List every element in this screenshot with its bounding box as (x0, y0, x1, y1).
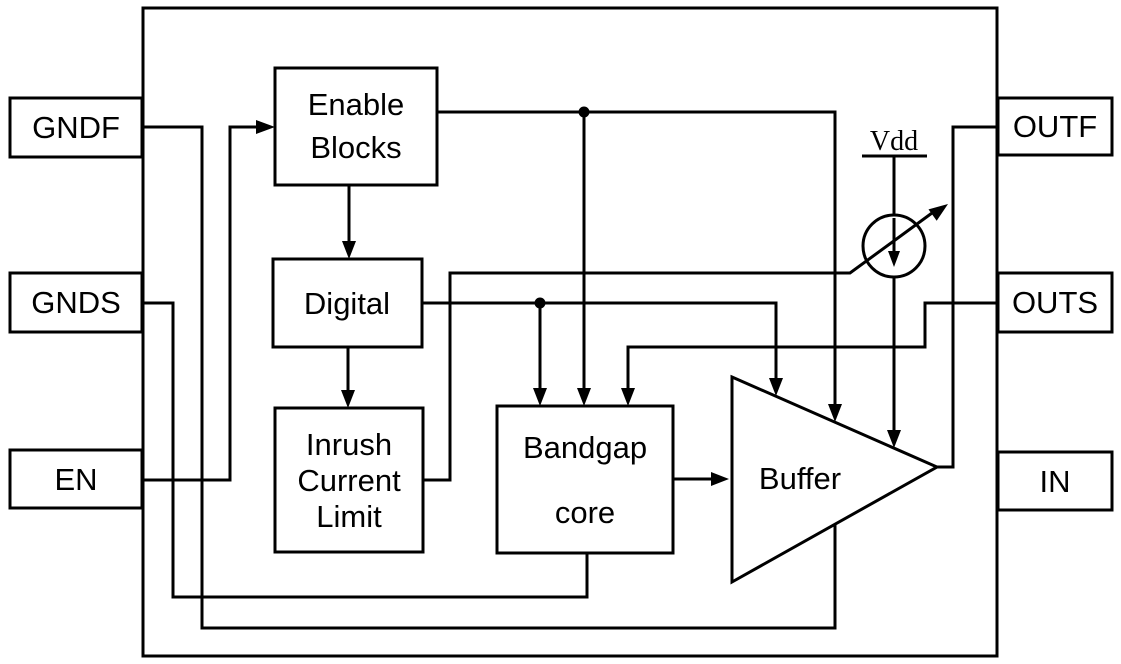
pin-outs (996, 271, 1114, 334)
block-label-inrush-line3: Limit (316, 499, 382, 534)
arrowhead-bandgap-into-buffer (711, 472, 729, 486)
arrowhead-current-source-into-output (928, 204, 948, 221)
arrowhead-digital-into-bandgap (533, 388, 547, 406)
pin-in (996, 450, 1114, 512)
block-label-bandgap-line1: Bandgap (523, 430, 647, 465)
wire-gnds-to-bandgap (142, 301, 589, 599)
pin-label-outf: OUTF (1013, 109, 1097, 144)
pin-en (8, 448, 144, 510)
block-label-bandgap-line2: core (555, 495, 615, 530)
arrowhead-en-into-enable (256, 120, 275, 134)
wire-digital-to-buffer (422, 301, 778, 378)
block-label-digital: Digital (304, 286, 390, 321)
arrowhead-enable-into-bandgap (577, 388, 591, 406)
wire-enable-to-buffer (437, 110, 837, 404)
pin-outf (996, 96, 1114, 157)
arrowhead-current-source-inner (888, 251, 900, 267)
pin-label-outs: OUTS (1012, 285, 1098, 320)
wire-buffer-to-outf (937, 125, 998, 469)
wire-inrush-to-current-source (423, 211, 933, 482)
pin-label-gnds: GNDS (31, 285, 121, 320)
junction-dot-enable-line (578, 106, 590, 118)
block-label-inrush-line1: Inrush (306, 427, 392, 462)
pin-gnds (8, 271, 144, 334)
block-bandgap-core (495, 404, 675, 555)
block-digital (271, 257, 424, 349)
block-inrush-current-limit (273, 406, 425, 554)
arrowhead-enable-into-digital (342, 241, 356, 259)
arrowhead-outs-into-bandgap (621, 388, 635, 406)
arrowhead-vdd-into-buffer (887, 430, 901, 448)
wire-en-to-enable (142, 125, 257, 482)
pin-label-gndf: GNDF (32, 110, 120, 145)
supply-label-vdd: Vdd (870, 126, 918, 157)
arrowhead-digital-into-buffer (769, 378, 783, 396)
chip-boundary (141, 6, 999, 658)
junction-dot-digital-line (534, 297, 546, 309)
wire-outs-to-bandgap (626, 301, 998, 388)
pin-gndf (8, 96, 144, 159)
arrowhead-digital-into-inrush (341, 390, 355, 408)
block-label-enable-line1: Enable (308, 87, 405, 122)
block-buffer-triangle (730, 374, 941, 585)
pin-label-en: EN (54, 462, 97, 497)
wire-gndf-to-buffer (142, 125, 837, 630)
variable-current-source-icon (861, 213, 927, 279)
block-label-inrush-line2: Current (297, 463, 401, 498)
block-enable-blocks (273, 66, 439, 187)
pin-label-in: IN (1040, 464, 1071, 499)
arrowhead-enable-into-buffer (828, 404, 842, 422)
block-label-buffer: Buffer (759, 461, 841, 496)
block-label-enable-line2: Blocks (310, 130, 401, 165)
